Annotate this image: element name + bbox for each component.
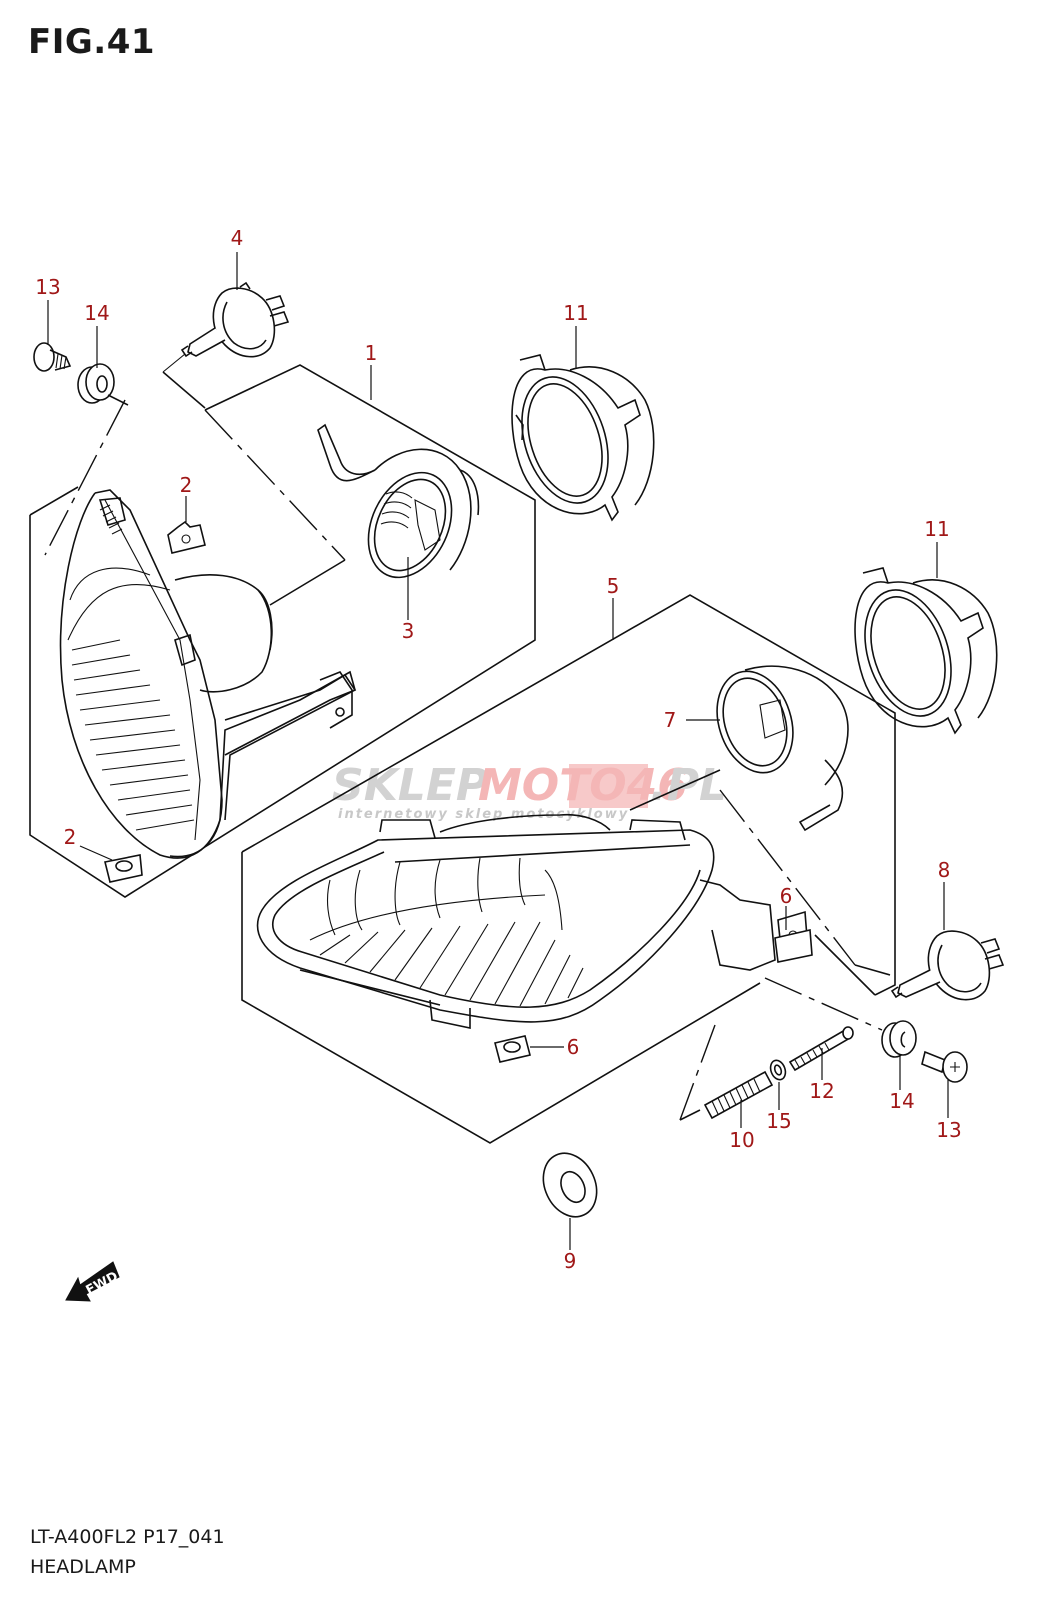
callout-7[interactable]: 7: [664, 708, 677, 732]
rubber-grommet-ring: [542, 1152, 598, 1218]
watermark: SKLEP MOTO46 .PL internetowy sklep motoc…: [332, 760, 727, 822]
callout-6-lower[interactable]: 6: [567, 1035, 580, 1059]
headlamp-bulb-lower: [890, 930, 1005, 1001]
watermark-brand-suffix: .PL: [650, 760, 727, 811]
upper-dash-lines: [44, 353, 346, 561]
screw-lower: [921, 1050, 968, 1083]
section-name: HEADLAMP: [30, 1556, 136, 1578]
callout-2-lower[interactable]: 2: [64, 825, 77, 849]
callout-8[interactable]: 8: [938, 858, 951, 882]
callout-11-upper[interactable]: 11: [563, 301, 588, 325]
watermark-brand-red: MOTO46: [478, 760, 688, 811]
clip-nut-lower-right: [774, 929, 813, 963]
figure-title: FIG.41: [28, 22, 156, 62]
callout-10[interactable]: 10: [729, 1128, 754, 1152]
lower-dash-lines: [629, 769, 891, 1121]
callout-11-lower[interactable]: 11: [924, 517, 949, 541]
socket-ring-lower: [854, 567, 998, 735]
callout-5[interactable]: 5: [607, 574, 620, 598]
callout-13-lower[interactable]: 13: [936, 1118, 961, 1142]
callout-1[interactable]: 1: [365, 341, 378, 365]
callout-2-upper[interactable]: 2: [180, 473, 193, 497]
callout-14-upper[interactable]: 14: [84, 301, 109, 325]
callout-labels: 4 13 14 1 11 2 3 2 11 5 7 8 6 6 12 14 13…: [35, 226, 961, 1273]
callout-4[interactable]: 4: [231, 226, 244, 250]
bulb-socket-upper: [269, 423, 480, 606]
clip-nut-lower-bottom: [494, 1035, 531, 1063]
headlamp-housing-lower: [256, 813, 809, 1029]
callout-14-lower[interactable]: 14: [889, 1089, 914, 1113]
figure-footer: LT-A400FL2 P17_041 HEADLAMP: [30, 1522, 225, 1582]
callout-9[interactable]: 9: [564, 1249, 577, 1273]
socket-ring-upper: [511, 354, 655, 522]
model-code: LT-A400FL2 P17_041: [30, 1526, 225, 1548]
callout-6-upper[interactable]: 6: [780, 884, 793, 908]
headlamp-housing-upper: [59, 489, 357, 859]
watermark-tagline: internetowy sklep motocyklowy: [338, 807, 629, 822]
grommet-upper: [77, 363, 129, 406]
adjusting-bolt: [788, 1026, 854, 1072]
bulb-socket-lower: [716, 665, 849, 832]
callout-3[interactable]: 3: [402, 619, 415, 643]
headlamp-bulb-upper: [180, 281, 290, 358]
leader-lines: [47, 252, 949, 1250]
washer: [769, 1059, 787, 1081]
watermark-red-box: [569, 764, 648, 808]
callout-15[interactable]: 15: [766, 1109, 791, 1133]
upper-assembly-outline: [29, 364, 536, 898]
watermark-brand-grey: SKLEP: [332, 760, 488, 811]
callout-12[interactable]: 12: [809, 1079, 834, 1103]
callout-13-upper[interactable]: 13: [35, 275, 60, 299]
screw-upper: [33, 342, 72, 372]
clip-nut-lower-left: [104, 854, 143, 883]
spring: [703, 1070, 774, 1120]
forward-arrow-icon: FWD: [65, 1261, 121, 1302]
grommet-lower: [881, 1020, 917, 1058]
lower-assembly-outline: [241, 594, 896, 1144]
clip-nut-upper: [167, 520, 206, 554]
